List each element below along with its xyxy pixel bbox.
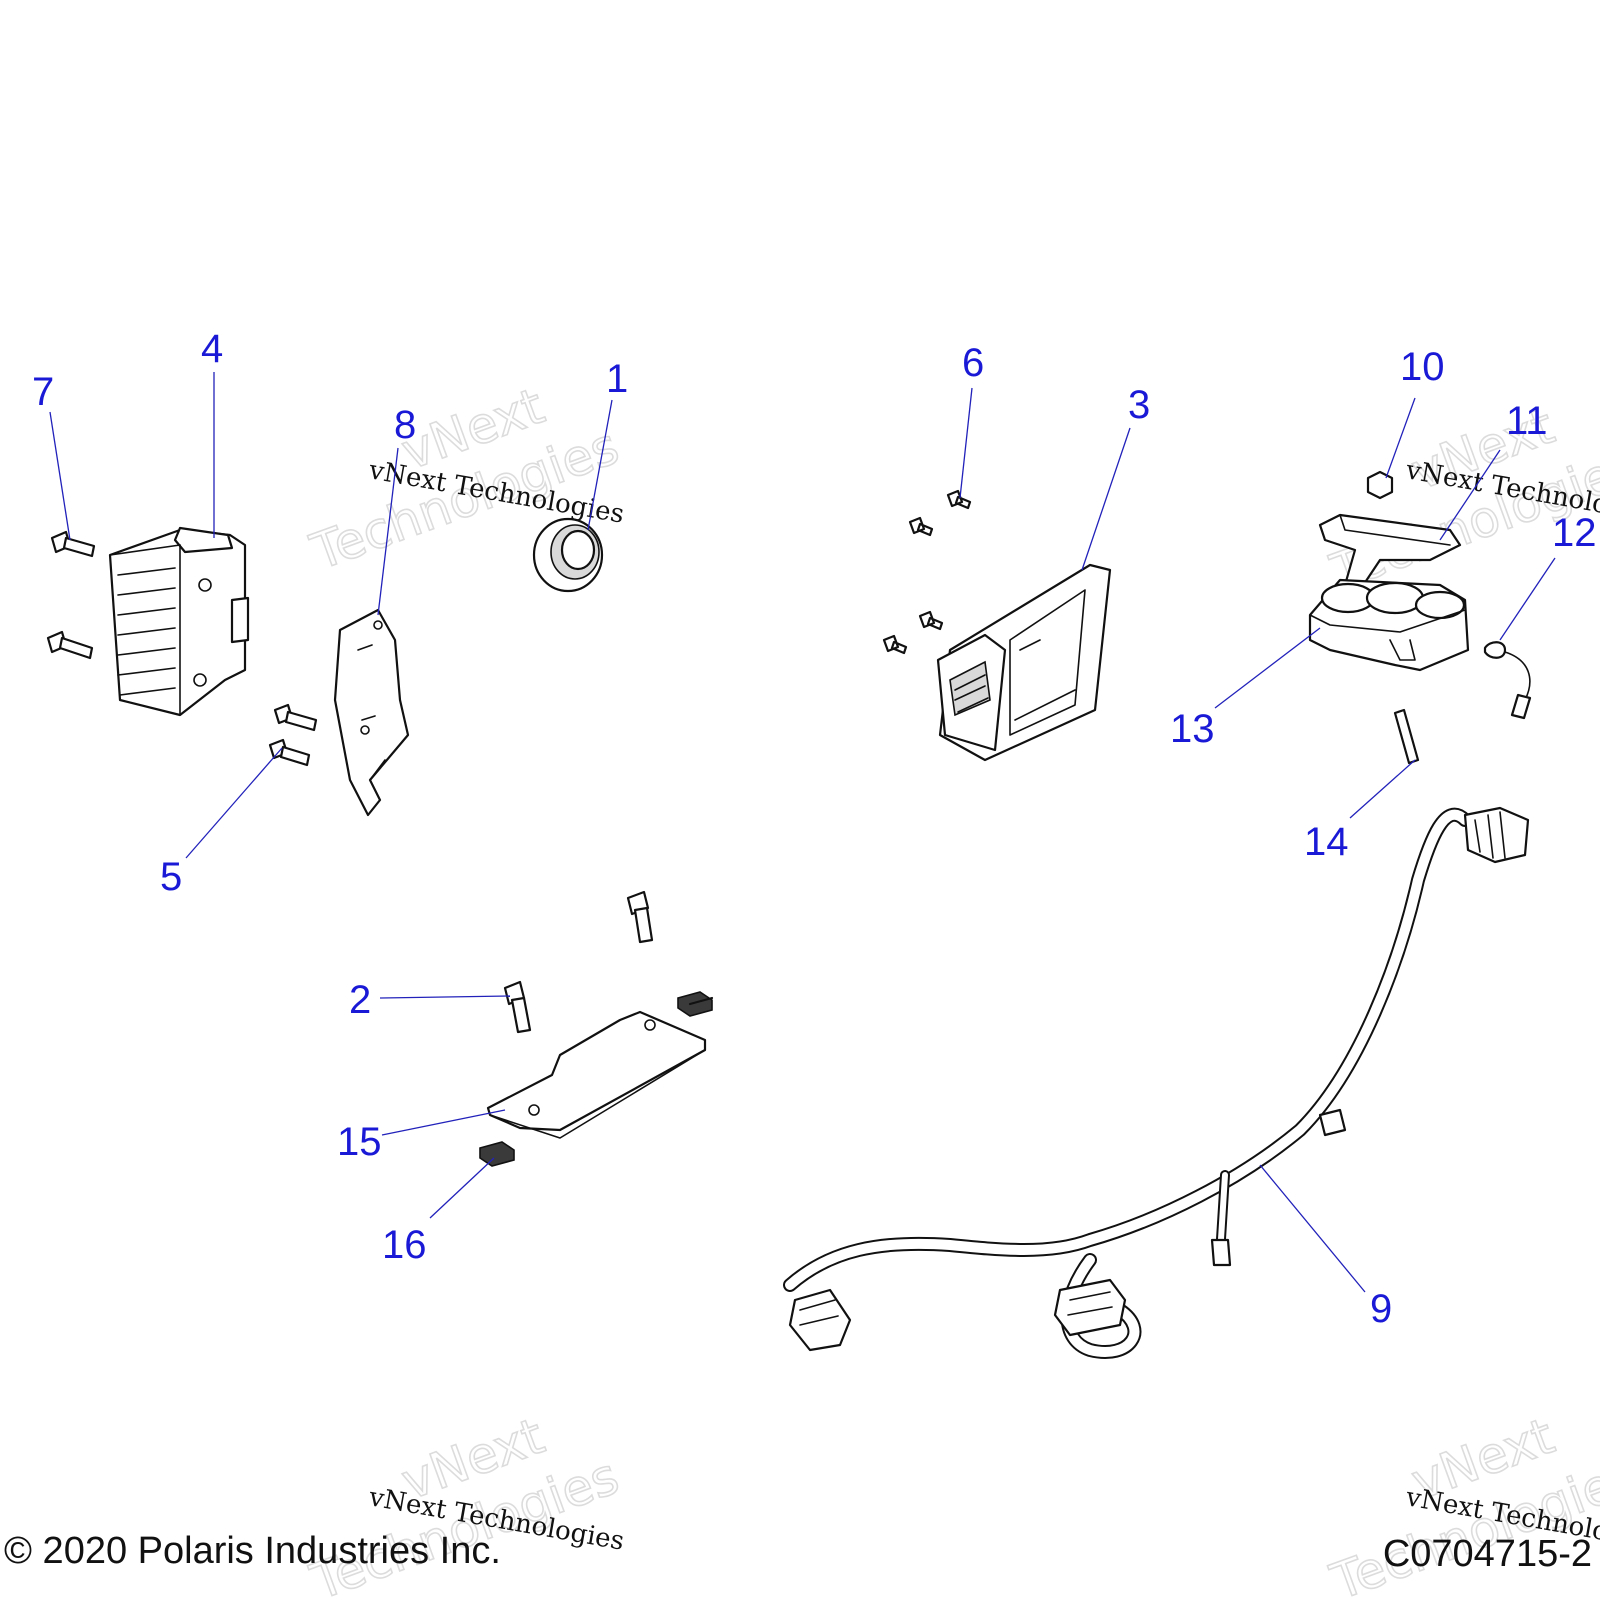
callout-2: 2 <box>349 978 371 1022</box>
drawing-number: C0704715-2 <box>1382 1533 1592 1575</box>
leader-lines <box>49 372 1556 1293</box>
callout-labels: 1 2 3 4 5 6 7 8 9 10 11 12 13 14 15 16 <box>32 327 1597 1331</box>
callout-12: 12 <box>1552 511 1597 555</box>
callout-4: 4 <box>201 327 223 371</box>
part-14-pin <box>1393 708 1420 765</box>
part-7-bolts <box>46 530 96 660</box>
callout-3: 3 <box>1128 383 1150 427</box>
callout-14: 14 <box>1304 820 1349 864</box>
callout-1: 1 <box>606 357 628 401</box>
part-5-bolts <box>268 703 318 767</box>
callout-6: 6 <box>962 341 984 385</box>
part-15-plate <box>486 1010 707 1139</box>
callout-9: 9 <box>1370 1287 1392 1331</box>
part-1-grommet <box>532 517 604 593</box>
copyright-notice: © 2020 Polaris Industries Inc. <box>4 1530 501 1572</box>
part-13-ignition-coil <box>1308 578 1470 672</box>
part-4-regulator-module <box>108 526 250 717</box>
callout-8: 8 <box>394 403 416 447</box>
callout-5: 5 <box>160 855 182 899</box>
callout-7: 7 <box>32 370 54 414</box>
part-2-bolts <box>503 890 654 1034</box>
part-10-nut <box>1366 470 1394 500</box>
callout-10: 10 <box>1400 345 1445 389</box>
part-12-sensor <box>1483 641 1532 720</box>
part-9-wire-harness <box>783 806 1530 1359</box>
part-6-screws <box>882 489 972 655</box>
callout-11: 11 <box>1506 399 1548 443</box>
callout-13: 13 <box>1170 707 1215 751</box>
callout-16: 16 <box>382 1223 427 1267</box>
part-11-bracket <box>1318 513 1462 592</box>
callout-15: 15 <box>337 1120 382 1164</box>
part-8-bracket <box>333 608 410 817</box>
part-3-ecu <box>936 563 1112 762</box>
part-16-clips <box>479 991 714 1167</box>
